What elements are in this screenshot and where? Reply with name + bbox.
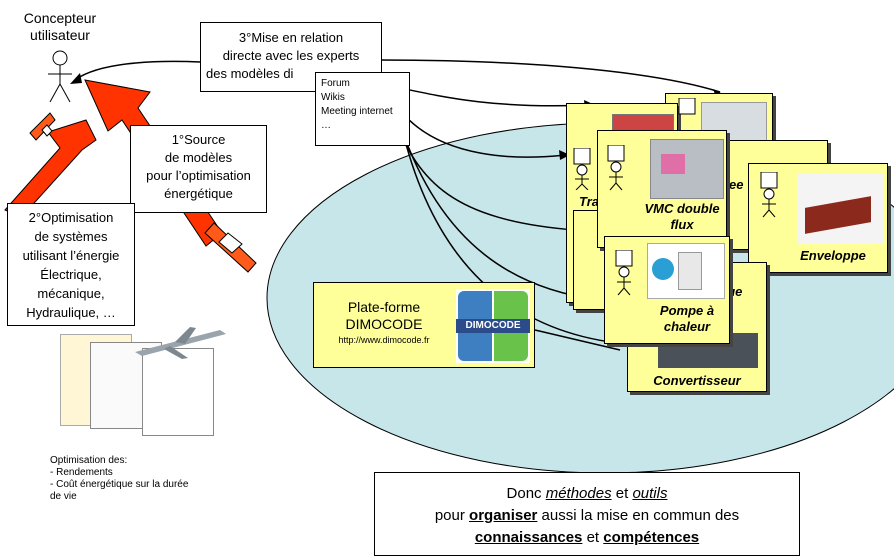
ellipsis-item: … — [321, 120, 331, 131]
user-label-line1: Concepteur — [23, 10, 97, 26]
optimisation-notes: Optimisation des: - Rendements - Coût én… — [50, 455, 188, 503]
expert-stick-icon — [678, 98, 696, 115]
card-enveloppe-label: Enveloppe — [800, 248, 866, 263]
card-vmc: VMC double flux — [597, 130, 727, 248]
card-pompe-label-line2: chaleur — [663, 319, 711, 334]
conclusion-competences: compétences — [603, 529, 700, 546]
platform-url: http://www.dimocode.fr — [338, 335, 430, 345]
optim-line4: Électrique, — [40, 267, 102, 282]
optimisation-notes-title: Optimisation des: — [50, 455, 128, 466]
optim-line1: 2°Optimisation — [28, 210, 114, 225]
optimisation-notes-item1: - Rendements — [50, 467, 113, 478]
card-pompe-label-line1: Pompe à — [659, 303, 715, 318]
source-line1: 1°Source — [171, 132, 226, 147]
user-label-line2: utilisateur — [30, 27, 90, 43]
expert-stick-icon — [615, 250, 633, 296]
card-vmc-label-line2: flux — [670, 217, 694, 232]
link-curve-1 — [399, 109, 566, 158]
conclusion-rest: aussi la mise en commun des — [537, 507, 740, 524]
conclusion-et2: et — [582, 529, 604, 546]
optimisation-notes-item3: de vie — [50, 491, 77, 502]
relation-line2: directe avec les experts — [222, 48, 360, 63]
conclusion-line2: pour organiser aussi la mise en commun d… — [375, 505, 799, 527]
card-pompe-label: Pompe à chaleur — [645, 303, 729, 335]
user-stick-figure-icon — [48, 50, 72, 103]
relation-line3: des modèles di — [206, 66, 294, 81]
source-line3: pour l’optimisation — [146, 168, 251, 183]
card-vmc-label: VMC double flux — [638, 201, 726, 233]
expert-stick-icon — [607, 145, 625, 191]
card-transfo-label: Tra — [579, 194, 599, 209]
vmc-image — [650, 139, 724, 199]
source-line2: de modèles — [164, 150, 233, 165]
arrow-relation-right — [379, 59, 721, 93]
conclusion-connaissances: connaissances — [474, 529, 583, 546]
meeting-item: Meeting internet — [321, 106, 393, 117]
pompe-image — [647, 243, 725, 299]
platform-card: Plate-forme DIMOCODE http://www.dimocode… — [313, 282, 535, 368]
link-platform — [534, 329, 621, 351]
user-label: Concepteur utilisateur — [5, 10, 115, 44]
conclusion-line3: connaissances et compétences — [375, 527, 799, 549]
platform-line1: Plate-forme — [347, 299, 421, 315]
dimocode-logo: DIMOCODE — [456, 289, 530, 363]
conclusion-methodes: méthodes — [545, 485, 612, 502]
conclusion-organiser: organiser — [469, 507, 538, 524]
forum-box: Forum Wikis Meeting internet … — [315, 72, 410, 146]
card-partial-label: ee — [729, 177, 744, 192]
enveloppe-image — [797, 174, 883, 244]
conclusion-pour: pour — [434, 507, 470, 524]
optim-line5: mécanique, — [37, 286, 105, 301]
source-box: 1°Source de modèles pour l’optimisation … — [130, 125, 267, 213]
card-vmc-label-line1: VMC double — [644, 201, 720, 216]
red-arrow-lower — [4, 112, 97, 219]
optim-line2: de systèmes — [34, 229, 108, 244]
documents-collage — [60, 322, 230, 436]
source-line4: énergétique — [164, 186, 233, 201]
optim-line6: Hydraulique, … — [26, 305, 116, 320]
expert-stick-icon — [573, 148, 591, 190]
conclusion-outils: outils — [632, 485, 668, 502]
conclusion-donc: Donc — [506, 485, 546, 502]
relation-line1: 3°Mise en relation — [238, 30, 344, 45]
wikis-item: Wikis — [321, 92, 345, 103]
conclusion-line1: Donc méthodes et outils — [375, 483, 799, 505]
conclusion-box: Donc méthodes et outils pour organiser a… — [374, 472, 800, 556]
forum-item: Forum — [321, 78, 350, 89]
airplane-icon — [135, 327, 226, 359]
platform-title: Plate-forme DIMOCODE http://www.dimocode… — [314, 299, 454, 347]
conclusion-et1: et — [611, 485, 633, 502]
expert-stick-icon — [760, 172, 778, 218]
optimisation-notes-item2: - Coût énergétique sur la durée — [50, 479, 189, 490]
card-convertisseur-label: Convertisseur — [653, 373, 741, 388]
optim-line3: utilisant l’énergie — [22, 248, 120, 263]
dimocode-logo-text: DIMOCODE — [456, 319, 530, 333]
optimisation-box: 2°Optimisation de systèmes utilisant l’é… — [7, 203, 135, 326]
doc-house-image — [142, 348, 214, 436]
platform-line2: DIMOCODE — [345, 316, 423, 332]
